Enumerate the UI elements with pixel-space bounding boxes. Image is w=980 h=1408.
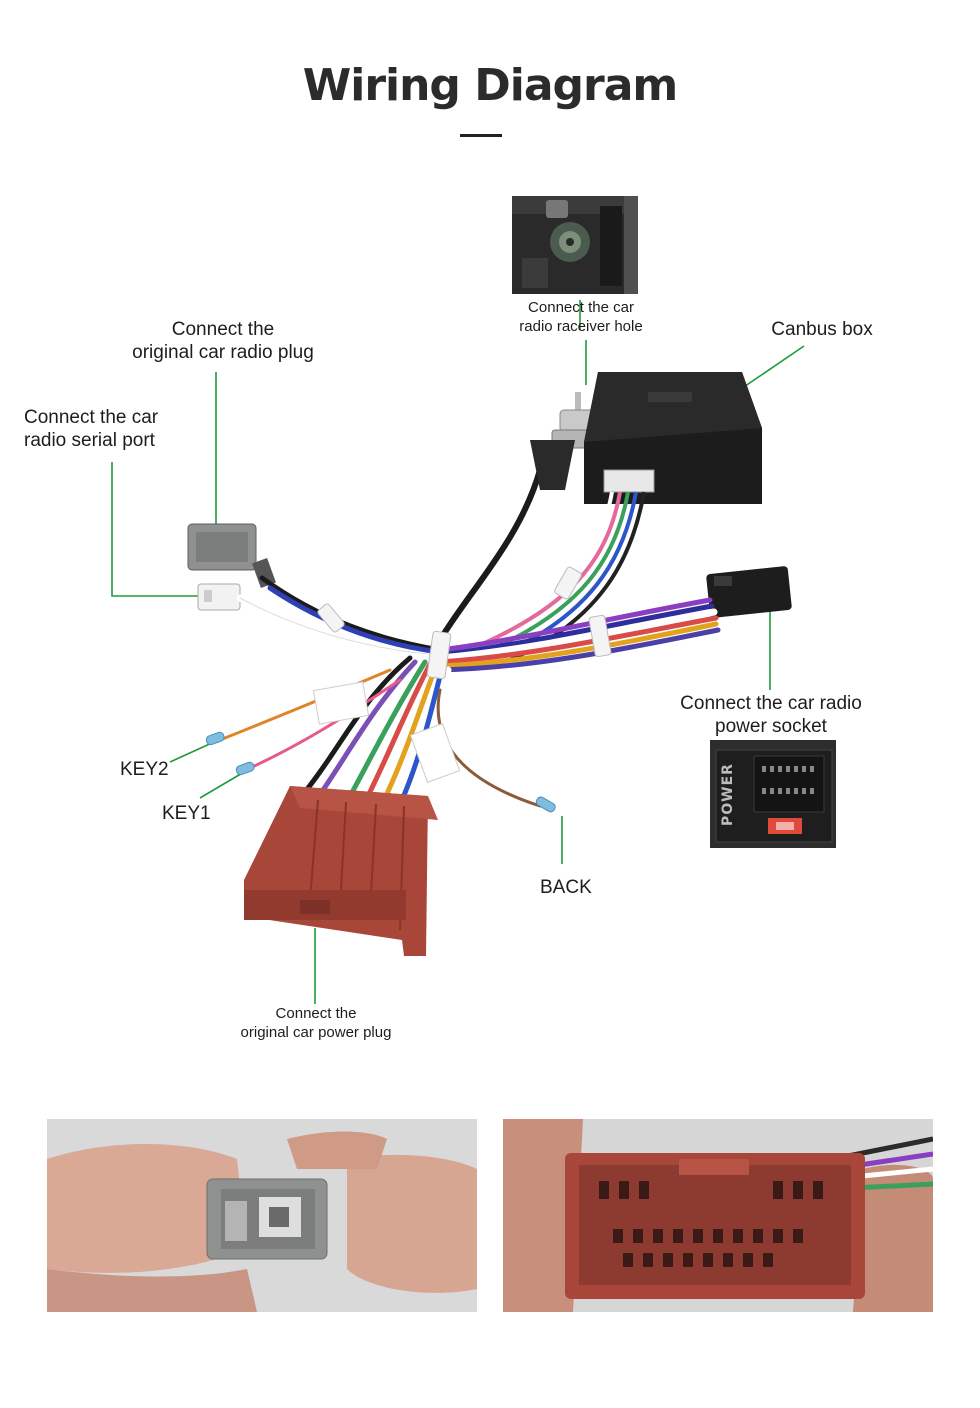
white-serial-plug (197, 583, 241, 611)
label-original-radio-plug-line1: Connect the (171, 319, 275, 340)
label-original-radio-plug-line2: original car radio plug (132, 342, 314, 363)
receiver-hole-photo (512, 196, 638, 294)
label-original-power-plug-line1: Connect the (275, 1005, 357, 1022)
label-power-socket-line1: Connect the car radio (680, 693, 862, 714)
leader-key1 (199, 771, 245, 799)
antenna-plug (530, 392, 595, 490)
canbus-box (584, 372, 762, 504)
bullet-terminals (205, 731, 556, 813)
label-original-power-plug: Connect the original car power plug (226, 1004, 406, 1042)
black-power-connector (706, 566, 792, 618)
label-power-socket: Connect the car radio power socket (676, 692, 866, 738)
label-serial-port: Connect the car radio serial port (24, 406, 158, 452)
label-power-socket-line2: power socket (715, 716, 827, 737)
leader-serial (111, 462, 200, 597)
label-original-power-plug-line2: original car power plug (240, 1024, 392, 1041)
grey-plug-photo (47, 1119, 477, 1312)
red-power-plug (244, 786, 438, 956)
page-title: Wiring Diagram (302, 60, 679, 111)
label-receiver-hole: Connect the car radio raceiver hole (500, 298, 662, 336)
title-underline (460, 134, 502, 137)
leader-key2 (169, 741, 215, 763)
label-key2: KEY2 (120, 759, 169, 780)
label-receiver-hole-line1: Connect the car (528, 299, 634, 316)
grey-radio-plug (187, 523, 276, 588)
wire-tags (312, 681, 461, 783)
label-canbus-box: Canbus box (771, 319, 873, 340)
label-original-radio-plug: Connect the original car radio plug (118, 318, 328, 364)
label-serial-port-line1: Connect the car (24, 407, 159, 428)
label-key1: KEY1 (162, 803, 211, 824)
label-serial-port-line2: radio serial port (24, 430, 155, 451)
label-receiver-hole-line2: radio raceiver hole (519, 318, 643, 335)
wiring-harness-illustration (111, 300, 805, 1004)
label-back: BACK (540, 877, 592, 898)
red-plug-photo (503, 1119, 933, 1312)
power-socket-photo: POWER (710, 740, 836, 848)
power-badge: POWER (720, 763, 736, 826)
